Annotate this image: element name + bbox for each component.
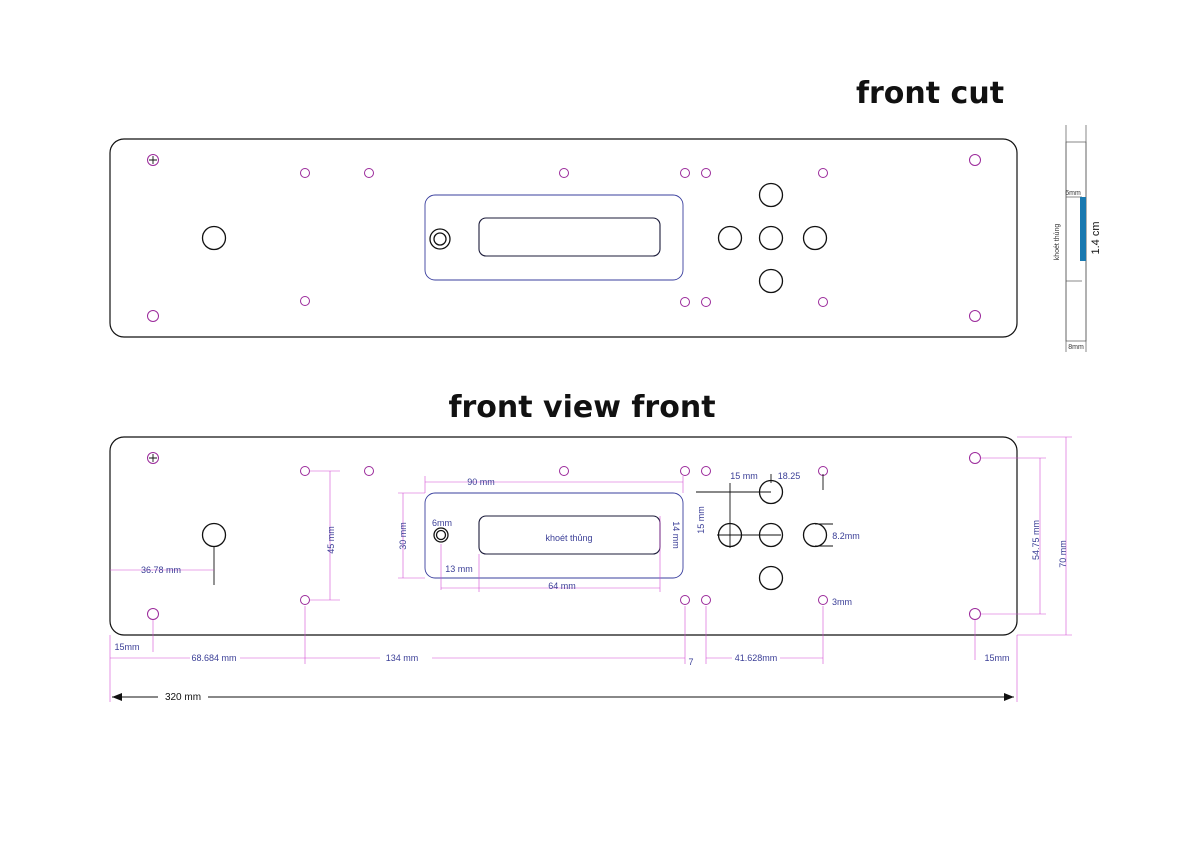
front-view-outline (109, 436, 1018, 636)
screw-hole (701, 168, 711, 178)
corner-hole-top-right (969, 154, 981, 166)
dim-total-width: 320 mm (165, 692, 201, 703)
dim-height-total: 70 mm (1058, 540, 1068, 568)
screw-hole (680, 466, 690, 476)
dim-button-spacing-y: 15 mm (696, 506, 706, 534)
button-hole-right (802, 225, 828, 251)
front-cut-panel (109, 138, 1018, 338)
display-frame (424, 492, 684, 579)
corner-hole-top-left (147, 154, 159, 166)
button-hole-up (758, 182, 784, 208)
front-cut-title: front cut (856, 76, 1004, 111)
dimension-labels: 90 mm 30 mm 6mm 14 mm 13 mm 64 mm 45 mm … (114, 471, 1068, 703)
dim-knob-diameter: 6mm (432, 518, 452, 528)
dim-lcd-height: 14 mm (671, 521, 681, 549)
button-hole-down (758, 268, 784, 294)
screw-hole (300, 466, 310, 476)
screw-hole (680, 168, 690, 178)
screw-hole (701, 595, 711, 605)
side-view: 6mm khoét thủng 1.4 cm 8mm (1053, 125, 1102, 352)
dim-button-offset: 18.25 (778, 471, 801, 481)
corner-hole-top-left (147, 452, 159, 464)
display-frame (424, 194, 684, 281)
side-height-label: 1.4 cm (1090, 221, 1102, 254)
dim-button-spacing-x: 15 mm (730, 471, 758, 481)
side-top-label: 6mm (1065, 190, 1081, 197)
screw-hole (300, 595, 310, 605)
dim-frame-height: 30 mm (398, 522, 408, 550)
dim-right-group: 41.628mm (735, 653, 778, 663)
front-view-panel: khoét thủng (109, 436, 1018, 636)
screw-hole (559, 168, 569, 178)
lcd-cutout (478, 217, 661, 257)
knob-hole (429, 228, 451, 250)
front-cut-outline (109, 138, 1018, 338)
dimension-lines (109, 436, 1072, 702)
side-cutout-marker (1080, 197, 1086, 261)
dim-small-hole: 3mm (832, 597, 852, 607)
dim-hole-spacing-v: 45 mm (326, 526, 336, 554)
screw-hole (818, 595, 828, 605)
dim-gap: 7 (688, 657, 693, 667)
dim-height-inner: 54.75 mm (1031, 520, 1041, 560)
dim-lcd-width: 64 mm (548, 581, 576, 591)
button-hole-center (758, 225, 784, 251)
dim-knob-offset: 13 mm (445, 564, 473, 574)
dim-frame-width: 90 mm (467, 477, 495, 487)
dim-right-margin: 15mm (984, 653, 1009, 663)
button-hole-right (802, 522, 828, 548)
screw-hole (818, 297, 828, 307)
knob-hole (433, 527, 449, 543)
screw-hole (680, 595, 690, 605)
dim-button-diameter: 8.2mm (832, 531, 860, 541)
left-button-hole (201, 225, 227, 251)
lcd-cutout-label: khoét thủng (545, 533, 592, 543)
screw-hole (300, 296, 310, 306)
side-cutout-label: khoét thủng (1053, 224, 1061, 261)
screw-hole (818, 168, 828, 178)
screw-hole (300, 168, 310, 178)
screw-hole (680, 297, 690, 307)
corner-hole-bottom-left (147, 608, 159, 620)
button-hole-down (758, 565, 784, 591)
dim-left-margin: 15mm (114, 642, 139, 652)
screw-hole (364, 466, 374, 476)
dim-first-hole-x: 68.684 mm (191, 653, 236, 663)
corner-hole-bottom-left (147, 310, 159, 322)
left-button-hole (201, 522, 227, 548)
dim-left-button-x: 36.78 mm (141, 565, 181, 575)
corner-hole-top-right (969, 452, 981, 464)
dim-hole-spacing-h: 134 mm (386, 653, 419, 663)
screw-hole (701, 466, 711, 476)
front-view-title: front view front (448, 390, 715, 425)
screw-hole (364, 168, 374, 178)
side-bottom-label: 8mm (1068, 344, 1084, 351)
screw-hole (701, 297, 711, 307)
corner-hole-bottom-right (969, 608, 981, 620)
button-hole-left (717, 225, 743, 251)
corner-hole-bottom-right (969, 310, 981, 322)
screw-hole (559, 466, 569, 476)
